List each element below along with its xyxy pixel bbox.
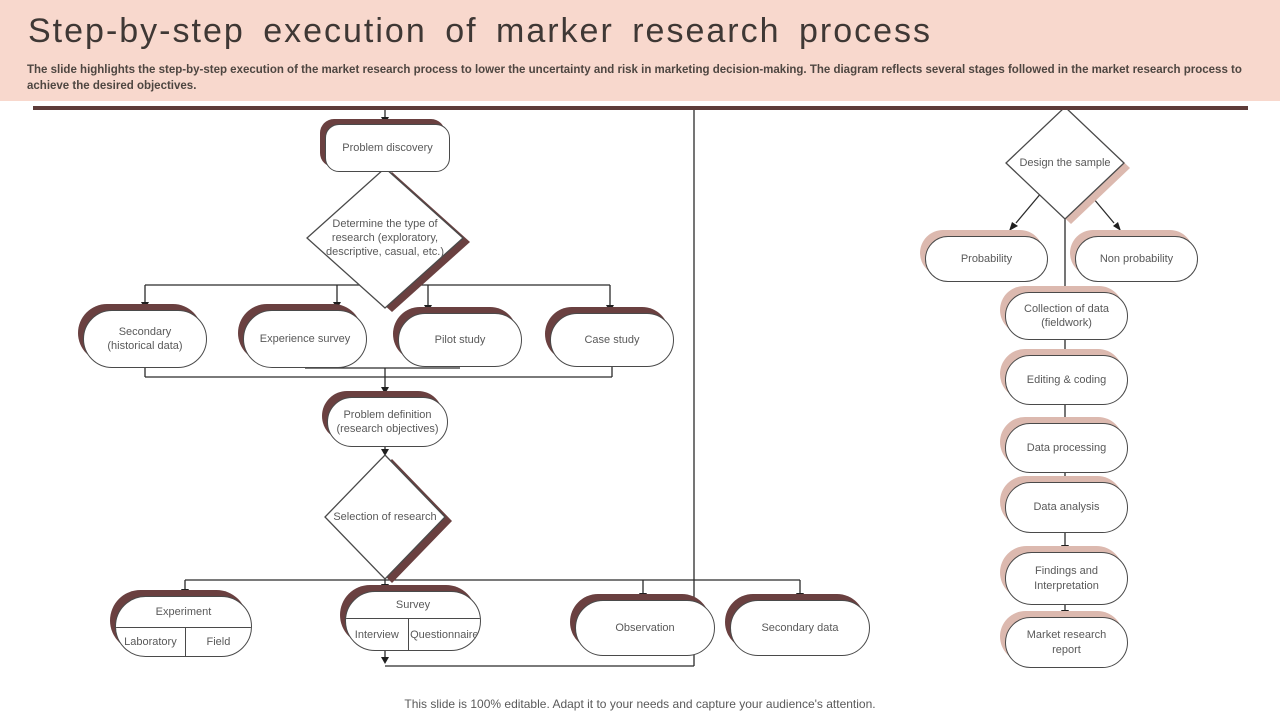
selection-of-research-diamond[interactable] xyxy=(324,454,446,580)
connector-definition-to-selection xyxy=(381,447,389,456)
node-secondary-data[interactable]: Secondary data xyxy=(730,600,870,656)
experiment-cell-field[interactable]: Field xyxy=(206,636,231,648)
determine-research-diamond-shadow xyxy=(314,172,470,312)
selection-of-research-diamond-shadow xyxy=(332,459,452,583)
node-observation[interactable]: Observation xyxy=(575,600,715,656)
node-problem-discovery[interactable]: Problem discovery xyxy=(325,124,450,172)
node-secondary-historical-data[interactable]: Secondary (historical data) xyxy=(83,310,207,368)
experiment-label: Experiment xyxy=(116,597,251,628)
connector-diamond-to-methods xyxy=(141,284,614,312)
design-sample-diamond[interactable] xyxy=(1005,106,1125,220)
connector-methods-to-problem-definition xyxy=(144,367,613,394)
node-case-study[interactable]: Case study xyxy=(550,313,674,367)
slide-subtitle: The slide highlights the step-by-step ex… xyxy=(27,64,1242,92)
slide-footer: This slide is 100% editable. Adapt it to… xyxy=(404,697,876,711)
survey-cell-interview[interactable]: Interview xyxy=(346,619,409,650)
node-market-research-report[interactable]: Market research report xyxy=(1005,617,1128,668)
determine-research-diamond-label: Determine the type of research (explorat… xyxy=(326,217,444,259)
node-data-analysis[interactable]: Data analysis xyxy=(1005,482,1128,533)
connector-sample-to-probability xyxy=(1009,191,1043,231)
connector-return-loop xyxy=(381,109,695,667)
node-pilot-study[interactable]: Pilot study xyxy=(398,313,522,367)
design-sample-diamond-shadow xyxy=(1012,112,1130,224)
top-accent-line xyxy=(33,106,1248,110)
connector-sample-to-non-probability xyxy=(1087,191,1121,231)
node-editing-coding[interactable]: Editing & coding xyxy=(1005,355,1128,405)
connector-top-to-problem-discovery xyxy=(381,109,389,124)
connector-selection-to-collection-methods xyxy=(181,579,804,600)
selection-of-research-diamond-label: Selection of research xyxy=(333,510,437,523)
node-experience-survey[interactable]: Experience survey xyxy=(243,310,367,368)
survey-cell-questionnaire[interactable]: Questionnaire xyxy=(410,628,479,641)
node-findings-interpretation[interactable]: Findings and Interpretation xyxy=(1005,552,1128,605)
node-survey[interactable]: Survey Interview Questionnaire xyxy=(345,591,481,651)
header-band xyxy=(0,0,1280,101)
experiment-cell-laboratory[interactable]: Laboratory xyxy=(116,628,186,656)
node-probability[interactable]: Probability xyxy=(925,236,1048,282)
determine-research-diamond[interactable] xyxy=(306,167,464,309)
node-non-probability[interactable]: Non probability xyxy=(1075,236,1198,282)
node-experiment[interactable]: Experiment Laboratory Field xyxy=(115,596,252,657)
node-problem-definition[interactable]: Problem definition (research objectives) xyxy=(327,397,448,447)
node-data-processing[interactable]: Data processing xyxy=(1005,423,1128,473)
design-sample-diamond-label: Design the sample xyxy=(1019,156,1111,169)
survey-label: Survey xyxy=(346,592,480,619)
page-title: Step-by-step execution of marker researc… xyxy=(28,12,933,50)
node-collection-of-data[interactable]: Collection of data (fieldwork) xyxy=(1005,292,1128,340)
